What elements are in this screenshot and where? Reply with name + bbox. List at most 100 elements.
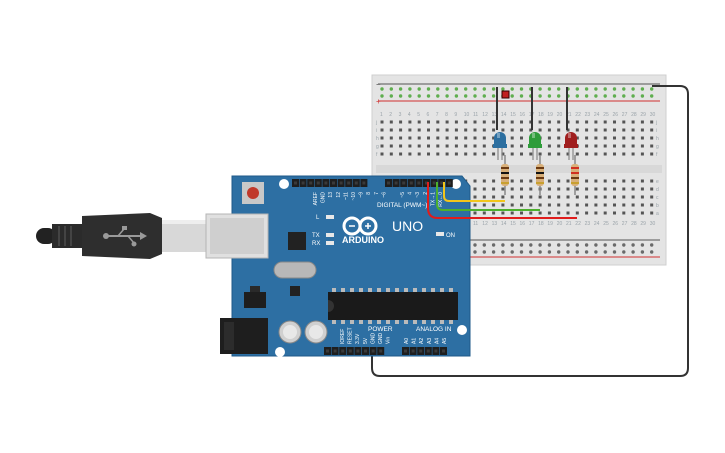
terminal-hole[interactable]	[473, 120, 477, 124]
terminal-hole[interactable]	[380, 136, 384, 140]
rail-hole[interactable]	[612, 94, 617, 98]
terminal-hole[interactable]	[640, 211, 644, 215]
terminal-hole[interactable]	[613, 203, 616, 207]
terminal-hole[interactable]	[594, 144, 598, 148]
terminal-hole[interactable]	[613, 144, 616, 148]
terminal-hole[interactable]	[575, 203, 579, 207]
terminal-hole[interactable]	[557, 120, 561, 124]
rail-hole[interactable]	[491, 250, 496, 254]
terminal-hole[interactable]	[510, 144, 514, 148]
terminal-hole[interactable]	[547, 136, 551, 140]
rail-hole[interactable]	[426, 94, 431, 98]
terminal-hole[interactable]	[603, 120, 607, 124]
terminal-hole[interactable]	[631, 128, 635, 132]
terminal-hole[interactable]	[492, 136, 496, 140]
rail-hole[interactable]	[473, 250, 477, 254]
terminal-hole[interactable]	[650, 179, 654, 183]
rail-hole[interactable]	[389, 94, 393, 98]
terminal-hole[interactable]	[445, 136, 449, 140]
terminal-hole[interactable]	[454, 136, 458, 140]
terminal-hole[interactable]	[417, 136, 421, 140]
terminal-hole[interactable]	[575, 152, 579, 156]
terminal-hole[interactable]	[389, 152, 393, 156]
terminal-hole[interactable]	[631, 120, 635, 124]
rail-hole[interactable]	[622, 87, 626, 91]
rail-hole[interactable]	[473, 243, 477, 247]
terminal-hole[interactable]	[640, 120, 644, 124]
terminal-hole[interactable]	[557, 195, 561, 199]
rail-hole[interactable]	[631, 94, 635, 98]
terminal-hole[interactable]	[585, 187, 589, 191]
terminal-hole[interactable]	[408, 144, 412, 148]
terminal-hole[interactable]	[547, 144, 551, 148]
terminal-hole[interactable]	[594, 187, 598, 191]
terminal-hole[interactable]	[399, 120, 403, 124]
terminal-hole[interactable]	[445, 144, 449, 148]
terminal-hole[interactable]	[492, 211, 496, 215]
terminal-hole[interactable]	[613, 152, 616, 156]
terminal-hole[interactable]	[650, 195, 654, 199]
red-led[interactable]	[564, 132, 578, 160]
terminal-hole[interactable]	[501, 120, 505, 124]
terminal-hole[interactable]	[566, 203, 570, 207]
terminal-hole[interactable]	[640, 128, 644, 132]
green-led[interactable]	[528, 132, 542, 160]
terminal-hole[interactable]	[427, 128, 430, 132]
terminal-hole[interactable]	[520, 203, 523, 207]
rail-hole[interactable]	[389, 87, 393, 91]
terminal-hole[interactable]	[464, 152, 468, 156]
terminal-hole[interactable]	[454, 128, 458, 132]
terminal-hole[interactable]	[603, 144, 607, 148]
terminal-hole[interactable]	[566, 179, 570, 183]
terminal-hole[interactable]	[585, 203, 589, 207]
rail-hole[interactable]	[575, 94, 579, 98]
rail-hole[interactable]	[566, 250, 570, 254]
ground-wire-black[interactable]	[371, 85, 689, 377]
terminal-hole[interactable]	[529, 211, 533, 215]
terminal-hole[interactable]	[585, 144, 589, 148]
rail-hole[interactable]	[529, 250, 533, 254]
rail-hole[interactable]	[454, 87, 459, 91]
terminal-hole[interactable]	[566, 211, 570, 215]
rail-hole[interactable]	[436, 94, 440, 98]
terminal-hole[interactable]	[510, 187, 514, 191]
rail-hole[interactable]	[510, 243, 514, 247]
terminal-hole[interactable]	[417, 144, 421, 148]
rail-hole[interactable]	[557, 94, 561, 98]
terminal-hole[interactable]	[492, 152, 496, 156]
terminal-hole[interactable]	[529, 152, 533, 156]
rail-hole[interactable]	[631, 87, 635, 91]
rail-hole[interactable]	[519, 94, 524, 98]
terminal-hole[interactable]	[473, 179, 477, 183]
terminal-hole[interactable]	[445, 128, 449, 132]
terminal-hole[interactable]	[473, 187, 477, 191]
terminal-hole[interactable]	[473, 152, 477, 156]
rail-hole[interactable]	[566, 243, 570, 247]
rail-hole[interactable]	[445, 94, 449, 98]
terminal-hole[interactable]	[520, 187, 523, 191]
terminal-hole[interactable]	[529, 128, 533, 132]
terminal-hole[interactable]	[585, 211, 589, 215]
rail-hole[interactable]	[584, 87, 589, 91]
terminal-hole[interactable]	[547, 187, 551, 191]
terminal-hole[interactable]	[482, 211, 486, 215]
terminal-hole[interactable]	[408, 120, 412, 124]
terminal-hole[interactable]	[538, 128, 542, 132]
terminal-hole[interactable]	[510, 120, 514, 124]
terminal-hole[interactable]	[454, 120, 458, 124]
rail-hole[interactable]	[482, 94, 486, 98]
rail-hole[interactable]	[594, 87, 598, 91]
terminal-hole[interactable]	[399, 152, 403, 156]
terminal-hole[interactable]	[594, 152, 598, 156]
terminal-hole[interactable]	[501, 187, 505, 191]
terminal-hole[interactable]	[473, 211, 477, 215]
terminal-hole[interactable]	[557, 144, 561, 148]
terminal-hole[interactable]	[399, 144, 403, 148]
rail-hole[interactable]	[612, 250, 617, 254]
terminal-hole[interactable]	[594, 128, 598, 132]
terminal-hole[interactable]	[640, 203, 644, 207]
rail-hole[interactable]	[631, 243, 635, 247]
terminal-hole[interactable]	[510, 152, 514, 156]
terminal-hole[interactable]	[529, 179, 533, 183]
rail-hole[interactable]	[603, 94, 607, 98]
